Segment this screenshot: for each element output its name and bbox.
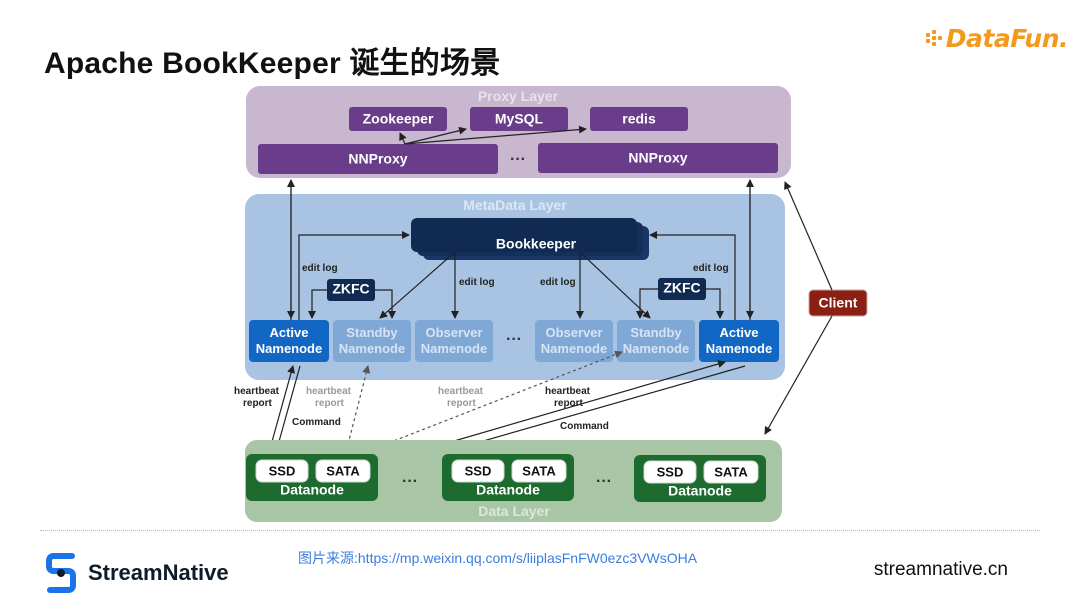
bookkeeper-label: Bookkeeper bbox=[496, 236, 577, 252]
observer-namenode-left-line1: Observer bbox=[425, 325, 482, 340]
datanode-2-ssd-label: SSD bbox=[465, 463, 492, 478]
client-label: Client bbox=[819, 295, 858, 311]
proxy-ellipsis: ··· bbox=[510, 151, 526, 168]
datanode-3-label: Datanode bbox=[668, 483, 732, 499]
zookeeper-label: Zookeeper bbox=[363, 111, 434, 127]
datanode-3-ssd-label: SSD bbox=[657, 464, 684, 479]
client-arrows bbox=[764, 181, 833, 435]
streamnative-logo: StreamNative bbox=[46, 552, 229, 594]
active-namenode-left-line1: Active bbox=[269, 325, 308, 340]
heartbeat-label-2: heartbeat bbox=[306, 386, 352, 397]
command-label-1: Command bbox=[292, 417, 341, 428]
zkfc-left-box bbox=[327, 279, 375, 301]
report-label-2: report bbox=[315, 398, 345, 409]
mysql-box bbox=[470, 107, 568, 131]
image-source-prefix: 图片来源: bbox=[298, 550, 358, 566]
nnproxy-left-box bbox=[258, 144, 498, 174]
datanode-1-label: Datanode bbox=[280, 482, 344, 498]
active-namenode-right bbox=[699, 320, 779, 362]
datanode-2-sata bbox=[511, 459, 567, 483]
nnproxy-right-box bbox=[538, 143, 778, 173]
datanode-1-sata bbox=[315, 459, 371, 483]
standby-namenode-left-line2: Namenode bbox=[339, 341, 405, 356]
datanode-2-label: Datanode bbox=[476, 482, 540, 498]
footer-site[interactable]: streamnative.cn bbox=[873, 559, 1008, 580]
zkfc-right-label: ZKFC bbox=[663, 280, 700, 296]
heartbeat-label-4: heartbeat bbox=[545, 386, 591, 397]
datanode-3-ssd bbox=[643, 460, 697, 484]
observer-namenode-right bbox=[535, 320, 613, 362]
observer-namenode-left-line2: Namenode bbox=[421, 341, 487, 356]
heartbeat-label-1: heartbeat bbox=[234, 386, 280, 397]
nnproxy-right-label: NNProxy bbox=[628, 150, 687, 166]
active-namenode-left bbox=[249, 320, 329, 362]
zookeeper-box bbox=[349, 107, 447, 131]
datanode-2-sata-label: SATA bbox=[522, 463, 556, 478]
slide-title: Apache BookKeeper 诞生的场景 bbox=[44, 47, 501, 80]
standby-namenode-right-line1: Standby bbox=[630, 325, 682, 340]
observer-namenode-right-line2: Namenode bbox=[541, 341, 607, 356]
metadata-layer-label: MetaData Layer bbox=[463, 197, 567, 213]
footer-divider bbox=[40, 530, 1040, 531]
edit-log-label-3: edit log bbox=[540, 277, 576, 288]
report-label-3: report bbox=[447, 398, 477, 409]
observer-namenode-left bbox=[415, 320, 493, 362]
edit-log-label-1: edit log bbox=[302, 263, 338, 274]
command-label-2: Command bbox=[560, 421, 609, 432]
redis-box bbox=[590, 107, 688, 131]
datanode-3-sata bbox=[703, 460, 759, 484]
report-label-1: report bbox=[243, 398, 273, 409]
mysql-label: MySQL bbox=[495, 111, 544, 127]
standby-namenode-left-line1: Standby bbox=[346, 325, 398, 340]
proxy-storage-arrows bbox=[399, 125, 587, 145]
datanode-1-ssd bbox=[255, 459, 309, 483]
image-source: 图片来源:https://mp.weixin.qq.com/s/liiplasF… bbox=[298, 548, 697, 568]
edit-log-label-4: edit log bbox=[693, 263, 729, 274]
client-box bbox=[808, 289, 868, 317]
edit-log-label-2: edit log bbox=[459, 277, 495, 288]
standby-namenode-right-line2: Namenode bbox=[623, 341, 689, 356]
nnproxy-left-label: NNProxy bbox=[348, 151, 407, 167]
zkfc-right-box bbox=[658, 278, 706, 300]
redis-label: redis bbox=[622, 111, 656, 127]
heartbeat-label-3: heartbeat bbox=[438, 386, 484, 397]
meta-ellipsis: ··· bbox=[506, 331, 522, 348]
standby-namenode-left bbox=[333, 320, 411, 362]
metadata-arrows bbox=[287, 179, 754, 320]
data-ellipsis-1: ··· bbox=[402, 473, 418, 490]
streamnative-name: StreamNative bbox=[88, 560, 229, 585]
observer-namenode-right-line1: Observer bbox=[545, 325, 602, 340]
datafun-logo-text: DataFun. bbox=[945, 24, 1069, 53]
data-layer-label: Data Layer bbox=[478, 503, 550, 519]
proxy-layer-label: Proxy Layer bbox=[478, 88, 559, 104]
active-namenode-right-line1: Active bbox=[719, 325, 758, 340]
datanode-3-sata-label: SATA bbox=[714, 464, 748, 479]
bookkeeper-stack bbox=[411, 218, 649, 260]
data-ellipsis-2: ··· bbox=[596, 473, 612, 490]
image-source-link[interactable]: https://mp.weixin.qq.com/s/liiplasFnFW0e… bbox=[357, 550, 698, 566]
datafun-dots-icon bbox=[925, 29, 944, 48]
active-namenode-right-line2: Namenode bbox=[706, 341, 772, 356]
standby-namenode-right bbox=[617, 320, 695, 362]
report-label-4: report bbox=[554, 398, 584, 409]
active-namenode-left-line2: Namenode bbox=[256, 341, 322, 356]
datanode-1-ssd-label: SSD bbox=[269, 463, 296, 478]
datafun-logo: DataFun. bbox=[925, 24, 1069, 53]
streamnative-mark-icon bbox=[46, 552, 76, 594]
zkfc-left-label: ZKFC bbox=[332, 281, 369, 297]
bookkeeper-architecture-diagram: Proxy Layer Zookeeper MySQL redis NNProx… bbox=[234, 86, 868, 522]
datanode-2-ssd bbox=[451, 459, 505, 483]
datanode-1-sata-label: SATA bbox=[326, 463, 360, 478]
